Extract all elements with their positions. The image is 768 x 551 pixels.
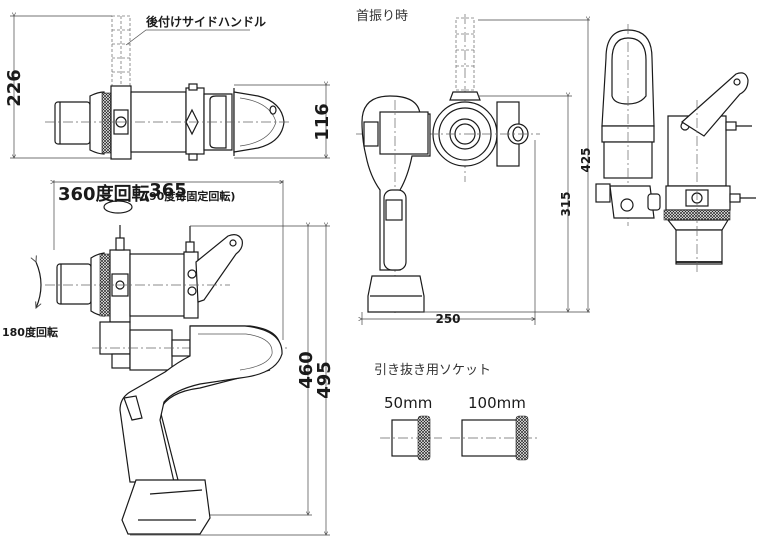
- swivel-title: 首振り時: [356, 9, 408, 24]
- dim-315: 315: [559, 191, 573, 216]
- side-view: [36, 180, 330, 535]
- side-handle-dashed: [111, 15, 131, 87]
- dim-425: 425: [579, 147, 593, 172]
- socket-50mm-label: 50mm: [384, 394, 432, 412]
- socket-100mm-label: 100mm: [468, 394, 526, 412]
- side-handle-label: 後付けサイドハンドル: [146, 14, 266, 29]
- socket-100mm: [450, 415, 540, 461]
- rotation-360-note: (90度毎固定回転): [144, 189, 235, 203]
- dim-116: 116: [312, 103, 333, 141]
- rotation-360-label: 360度回転: [58, 183, 150, 205]
- swivel-view: [356, 14, 590, 325]
- sockets: [380, 415, 540, 461]
- front-view: [595, 24, 756, 272]
- socket-title: 引き抜き用ソケット: [374, 362, 491, 378]
- rotation-180-label: 180度回転: [2, 325, 58, 339]
- dim-250: 250: [435, 312, 460, 326]
- top-view: [10, 15, 330, 161]
- dim-460: 460: [296, 351, 317, 389]
- socket-50mm: [380, 415, 442, 461]
- rotation-360-icon: [103, 200, 133, 214]
- leader-line: [125, 29, 250, 46]
- dim-226: 226: [4, 69, 25, 107]
- rotation-180-icon: [36, 262, 42, 308]
- dim-495: 495: [314, 361, 335, 399]
- dim-365: 365: [149, 180, 187, 201]
